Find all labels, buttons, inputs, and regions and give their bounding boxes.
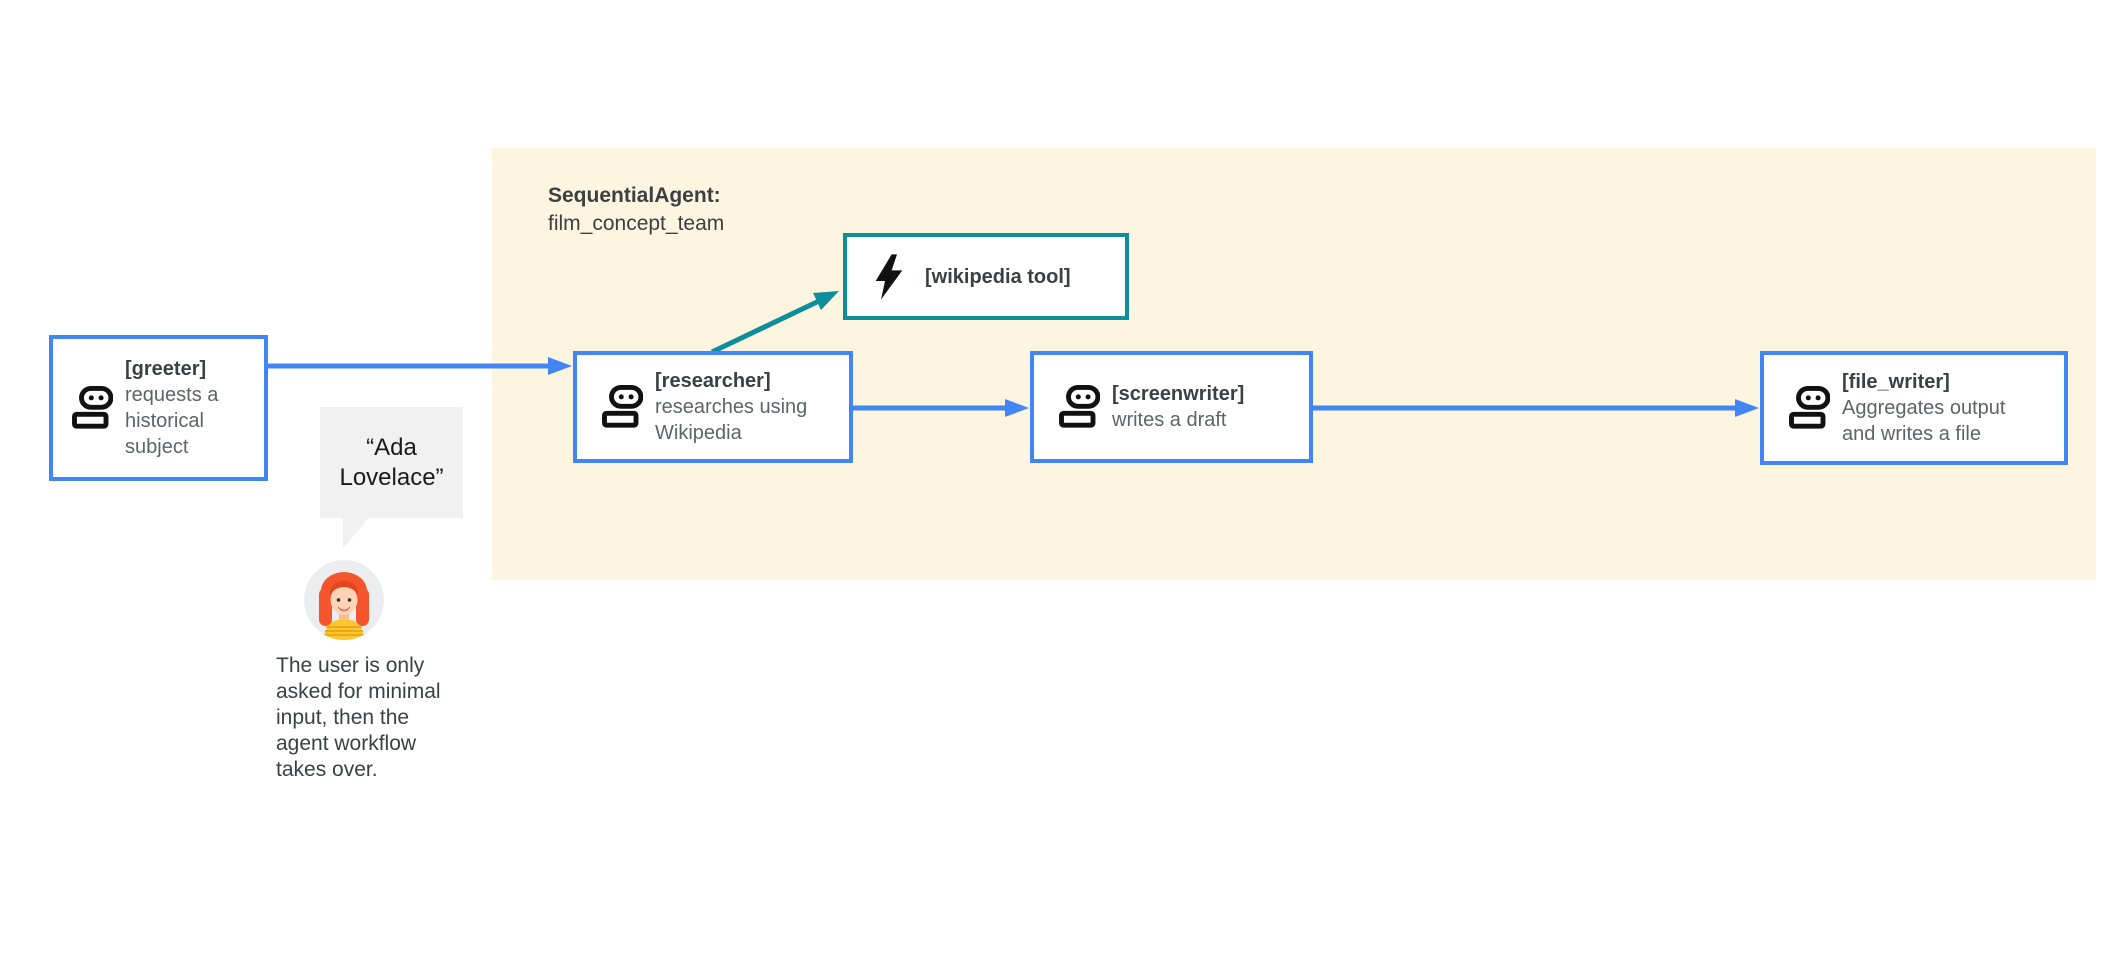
robot-icon: [601, 383, 643, 431]
node-description: researches using Wikipedia: [655, 396, 808, 444]
robot-icon: [1788, 384, 1830, 432]
user-caption: The user is only asked for minimal input…: [276, 654, 441, 781]
robot-icon: [1058, 383, 1100, 431]
speech-bubble: “Ada Lovelace”: [320, 407, 463, 518]
bolt-icon: [873, 253, 905, 300]
node-researcher: [researcher] researches using Wikipedia: [573, 351, 853, 463]
panel-title-block: SequentialAgent: film_concept_team: [548, 182, 724, 238]
robot-icon: [71, 384, 113, 432]
node-label: [greeter]: [125, 358, 207, 380]
node-file-writer: [file_writer] Aggregates output and writ…: [1760, 351, 2068, 465]
node-wikipedia-tool: [wikipedia tool]: [843, 233, 1129, 320]
node-description: Aggregates output and writes a file: [1842, 397, 2006, 445]
node-label: [screenwriter]: [1112, 383, 1245, 405]
node-description: requests a historical subject: [125, 384, 219, 458]
speech-bubble-tail: [343, 517, 369, 549]
node-label: [researcher]: [655, 370, 771, 392]
panel-title: SequentialAgent:: [548, 184, 721, 207]
node-description: writes a draft: [1112, 409, 1227, 431]
node-label: [wikipedia tool]: [925, 265, 1071, 288]
node-greeter: [greeter] requests a historical subject: [49, 335, 268, 481]
node-label: [file_writer]: [1842, 371, 1950, 393]
node-screenwriter: [screenwriter] writes a draft: [1030, 351, 1313, 463]
user-avatar: [304, 560, 384, 640]
panel-subtitle: film_concept_team: [548, 212, 725, 235]
